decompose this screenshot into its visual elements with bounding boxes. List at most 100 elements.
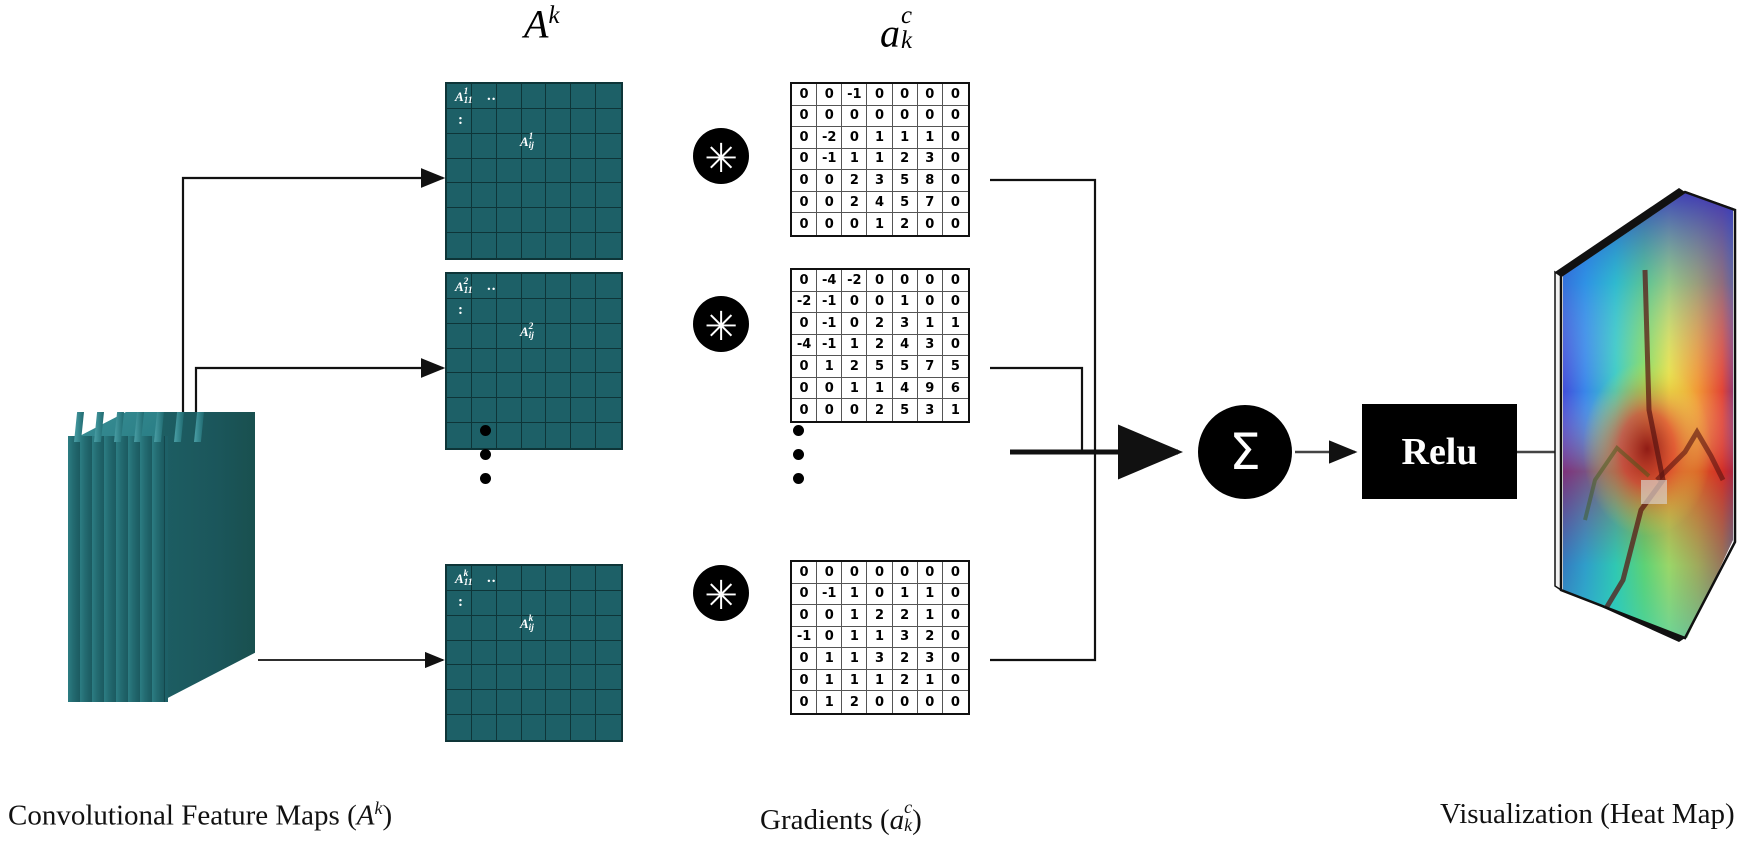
activation-cell <box>521 373 547 399</box>
gradient-cell: 4 <box>867 191 893 214</box>
gradient-cell: 0 <box>842 213 868 235</box>
gradient-cell: 5 <box>892 170 918 192</box>
activation-vdots-1: : <box>458 112 463 128</box>
activation-cell <box>596 274 621 299</box>
activation-cell <box>472 715 497 740</box>
activation-cell <box>471 690 497 716</box>
gradient-cell: 0 <box>917 270 943 292</box>
activation-cell <box>571 690 597 716</box>
gradient-cell: 1 <box>842 583 868 606</box>
gradient-cell: 5 <box>942 356 968 378</box>
gradient-cell: 0 <box>842 105 868 128</box>
gradient-cell: 0 <box>842 399 868 421</box>
activation-cell <box>521 615 547 641</box>
gradient-cell: 0 <box>918 213 943 235</box>
gradient-cell: 0 <box>942 170 968 192</box>
gradient-cell: 0 <box>792 270 818 292</box>
activation-cell <box>447 323 472 349</box>
gradient-cell: 3 <box>867 170 893 192</box>
gradient-cell: 3 <box>918 399 943 421</box>
activation-cell <box>596 84 621 109</box>
activation-cell <box>447 615 472 641</box>
gradient-cell: 7 <box>917 356 943 378</box>
gradient-cell: 0 <box>892 562 918 584</box>
gradient-cell: 0 <box>867 583 893 606</box>
gradient-cell: 2 <box>917 626 943 649</box>
activation-cell <box>571 590 597 616</box>
gradient-cell: 2 <box>842 191 868 214</box>
activation-cell <box>521 665 547 691</box>
gradient-cell: 0 <box>867 562 893 584</box>
stack-top-ridge <box>154 412 164 442</box>
gradient-cell: 1 <box>950 402 960 418</box>
activation-cell <box>521 274 547 299</box>
activation-cell <box>447 348 472 374</box>
activation-cell <box>496 615 522 641</box>
activation-cell <box>447 233 472 258</box>
gradient-cell: 0 <box>942 192 968 214</box>
gradient-cell: 1 <box>917 669 943 692</box>
activation-cell <box>546 298 572 324</box>
activation-cell <box>447 423 472 448</box>
gradient-cell: 1 <box>817 648 843 670</box>
gradient-cell: 1 <box>917 313 943 335</box>
activation-cell <box>546 323 572 349</box>
activation-cell <box>471 298 497 324</box>
activation-cell <box>447 590 472 616</box>
gradient-cell: 0 <box>867 691 893 713</box>
activation-cell <box>447 133 472 159</box>
gradient-cell: 0 <box>817 170 843 192</box>
gradient-cell: -1 <box>817 334 843 357</box>
activation-cell <box>471 108 497 134</box>
activation-cell <box>596 690 621 716</box>
activation-cell <box>521 298 547 324</box>
activation-cell <box>471 566 497 591</box>
gradient-cell: 0 <box>817 191 843 214</box>
gradient-cell: 2 <box>867 399 893 421</box>
gradient-cell: 0 <box>817 399 843 421</box>
gradient-cell: 1 <box>917 583 943 606</box>
activation-cell <box>471 373 497 399</box>
activation-cell <box>546 133 572 159</box>
activation-cell <box>521 690 547 716</box>
activation-cell <box>571 665 597 691</box>
activation-cell <box>546 373 572 399</box>
gradient-cell: 0 <box>942 562 968 584</box>
activation-cell <box>521 566 547 591</box>
activation-cell <box>571 158 597 184</box>
gradient-cell: 3 <box>917 648 943 670</box>
activation-cell <box>546 566 572 591</box>
relu-block: Relu <box>1362 404 1517 499</box>
gradient-cell: 3 <box>917 334 943 357</box>
gradient-cell: 0 <box>792 105 818 128</box>
activation-cell <box>496 665 522 691</box>
gradient-cell: 1 <box>842 605 868 627</box>
activation-cell <box>471 323 497 349</box>
gradient-cell: 0 <box>950 694 960 710</box>
gradient-cell: 1 <box>867 148 893 171</box>
activation-cell <box>596 183 621 209</box>
gradient-cell: 0 <box>792 213 818 235</box>
gradient-cell: 0 <box>817 605 843 627</box>
gradient-cell: 7 <box>917 191 943 214</box>
activation-cell <box>571 715 597 740</box>
heatmap-svg <box>1554 188 1737 642</box>
activation-map-1 <box>445 82 623 260</box>
activation-cell <box>596 616 621 641</box>
gradient-cell: 5 <box>892 356 918 378</box>
gradient-cell: 2 <box>842 170 868 192</box>
activation-cell <box>546 640 572 666</box>
activation-cell <box>571 298 597 324</box>
gradient-cell: 0 <box>842 127 868 149</box>
activation-cell <box>496 590 522 616</box>
activation-cell <box>447 274 472 299</box>
gradient-cell: -1 <box>817 313 843 335</box>
gradient-cell: 0 <box>792 313 818 335</box>
gradient-cell: 0 <box>792 170 818 192</box>
activation-cell <box>471 158 497 184</box>
activation-cell <box>571 398 597 424</box>
activation-cell <box>496 640 522 666</box>
